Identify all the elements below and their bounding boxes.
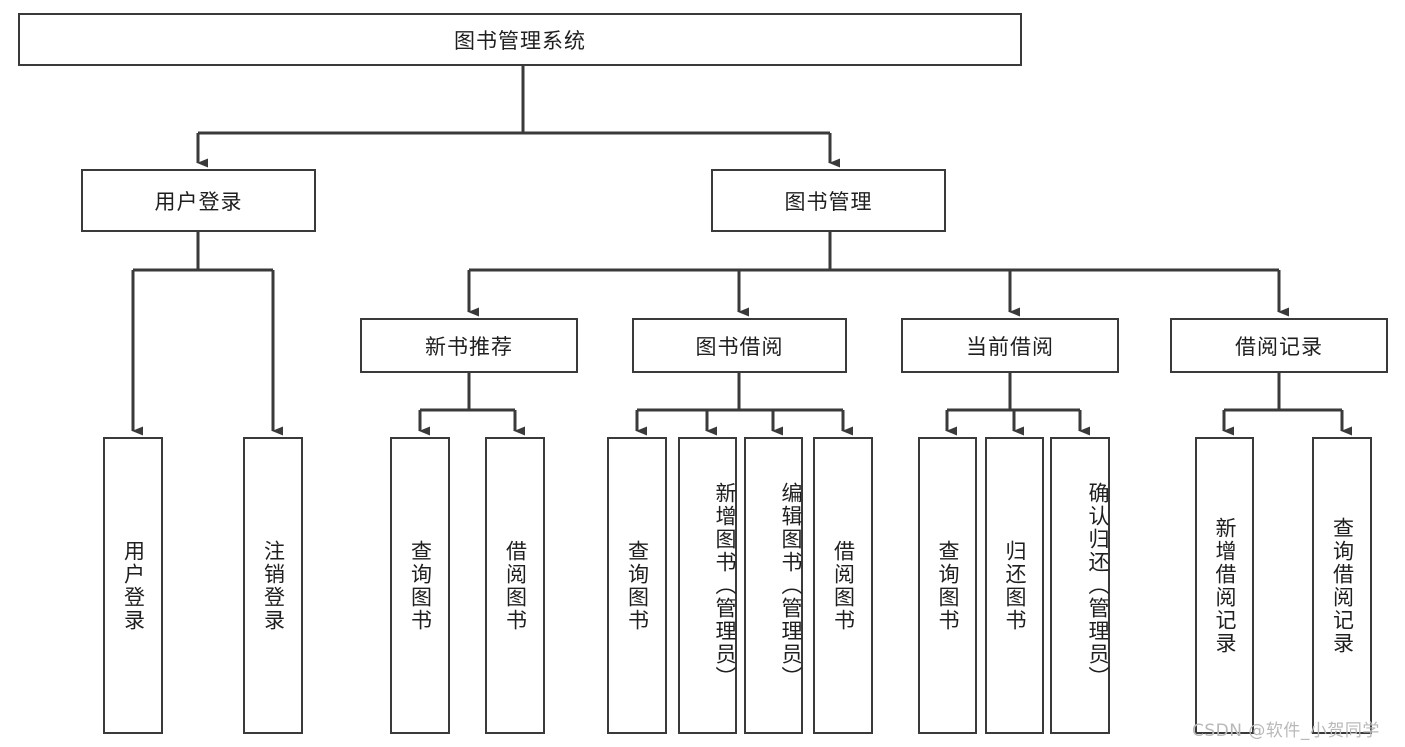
node-leaf-query-book-3-label: 查询图书 (936, 539, 960, 632)
node-leaf-return-book-label: 归还图书 (1003, 539, 1027, 632)
node-leaf-user-logout[interactable]: 注销登录 (243, 437, 303, 734)
node-new-book-recommend-label: 新书推荐 (425, 334, 513, 359)
node-leaf-confirm-return-label: 确认归还（管理员） (1086, 482, 1110, 689)
node-new-book-recommend[interactable]: 新书推荐 (360, 318, 578, 373)
node-leaf-add-book[interactable]: 新增图书（管理员） (678, 437, 737, 734)
node-borrow-record[interactable]: 借阅记录 (1170, 318, 1388, 373)
node-current-borrow-label: 当前借阅 (966, 334, 1054, 359)
node-leaf-add-book-label: 新增图书（管理员） (713, 482, 737, 689)
csdn-watermark: CSDN @软件_小贺同学 (1192, 721, 1380, 741)
node-root[interactable]: 图书管理系统 (18, 13, 1022, 66)
node-leaf-query-book-3[interactable]: 查询图书 (918, 437, 977, 734)
node-book-manage[interactable]: 图书管理 (711, 169, 946, 232)
node-leaf-borrow-book-1-label: 借阅图书 (503, 539, 528, 632)
node-leaf-query-book-2[interactable]: 查询图书 (607, 437, 667, 734)
node-leaf-user-logout-label: 注销登录 (261, 539, 286, 632)
node-leaf-add-borrow-record[interactable]: 新增借阅记录 (1195, 437, 1254, 734)
node-leaf-query-borrow-record-label: 查询借阅记录 (1330, 516, 1355, 655)
node-leaf-user-login-label: 用户登录 (121, 539, 146, 632)
node-leaf-add-borrow-record-label: 新增借阅记录 (1213, 516, 1237, 655)
node-leaf-query-borrow-record[interactable]: 查询借阅记录 (1312, 437, 1372, 734)
node-book-manage-label: 图书管理 (784, 189, 873, 214)
node-leaf-user-login[interactable]: 用户登录 (103, 437, 163, 734)
node-leaf-return-book[interactable]: 归还图书 (985, 437, 1044, 734)
node-leaf-borrow-book-2[interactable]: 借阅图书 (813, 437, 873, 734)
node-leaf-edit-book[interactable]: 编辑图书（管理员） (744, 437, 803, 734)
node-leaf-query-book-2-label: 查询图书 (625, 539, 650, 632)
node-leaf-confirm-return[interactable]: 确认归还（管理员） (1050, 437, 1110, 734)
node-borrow-record-label: 借阅记录 (1235, 334, 1323, 359)
node-book-borrow-label: 图书借阅 (695, 334, 784, 359)
node-book-borrow[interactable]: 图书借阅 (632, 318, 847, 373)
node-leaf-borrow-book-1[interactable]: 借阅图书 (485, 437, 545, 734)
node-user-login-label: 用户登录 (154, 189, 243, 214)
node-root-label: 图书管理系统 (454, 28, 586, 53)
node-current-borrow[interactable]: 当前借阅 (901, 318, 1119, 373)
node-leaf-query-book-1-label: 查询图书 (408, 539, 433, 632)
node-leaf-edit-book-label: 编辑图书（管理员） (779, 482, 803, 689)
node-user-login[interactable]: 用户登录 (81, 169, 316, 232)
node-leaf-query-book-1[interactable]: 查询图书 (390, 437, 450, 734)
node-leaf-borrow-book-2-label: 借阅图书 (831, 539, 856, 632)
